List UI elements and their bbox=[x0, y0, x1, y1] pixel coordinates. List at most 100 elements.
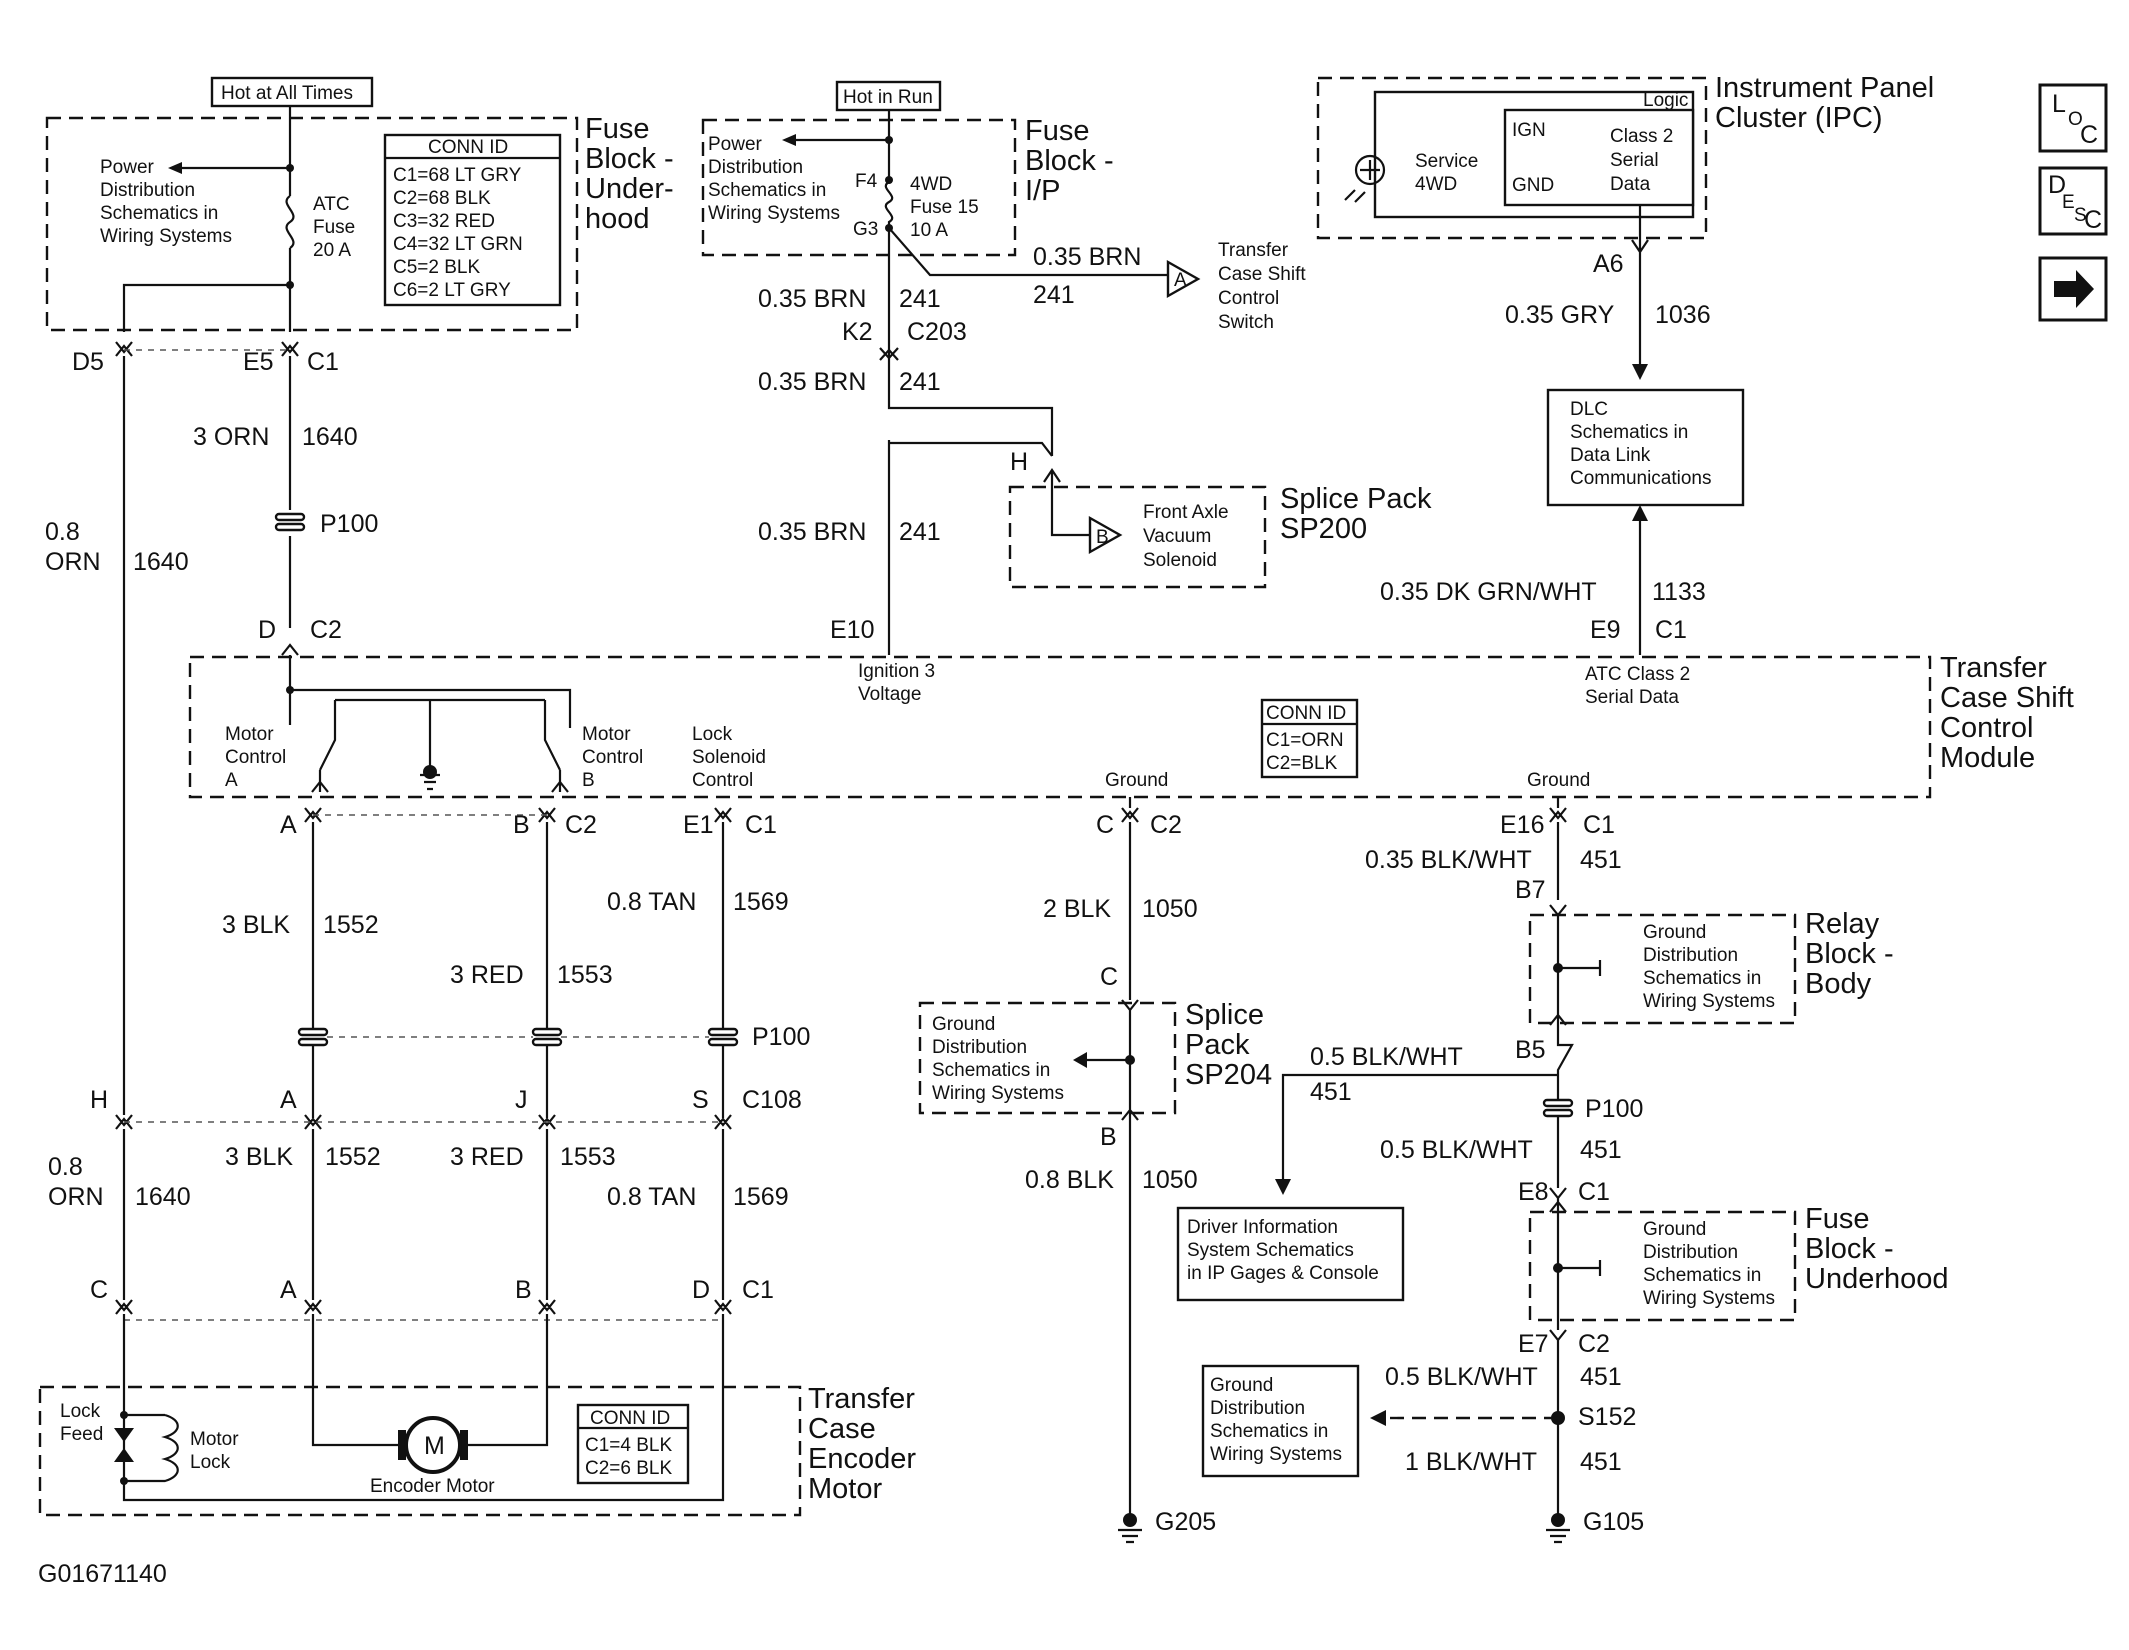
ign3-2: Voltage bbox=[858, 684, 921, 705]
module-conn-id-title: CONN ID bbox=[1266, 703, 1346, 724]
dlc-circuit: 1133 bbox=[1652, 578, 1706, 606]
module-conn-id-box bbox=[1260, 698, 1359, 779]
relay-gd-3: Schematics in bbox=[1643, 968, 1761, 989]
p100-top: P100 bbox=[320, 510, 378, 538]
sp204-gd-1: Ground bbox=[932, 1014, 995, 1035]
module-title-4: Module bbox=[1940, 742, 2035, 774]
dis-wire: 0.5 BLK/WHT bbox=[1310, 1043, 1463, 1071]
c-1553b: 1553 bbox=[560, 1143, 616, 1171]
fbu-power-dist-1: Power bbox=[100, 157, 155, 178]
h-pin: H bbox=[1010, 448, 1028, 476]
module-title-3: Control bbox=[1940, 712, 2034, 744]
dis-text-2: System Schematics bbox=[1187, 1240, 1354, 1261]
g105-p100: P100 bbox=[1585, 1095, 1643, 1123]
4wd-fuse-label-3: 10 A bbox=[910, 220, 948, 241]
gd3-text-2: Distribution bbox=[1210, 1398, 1305, 1419]
loc-button[interactable]: L O C bbox=[2038, 83, 2108, 153]
desc-letter-c: C bbox=[2084, 206, 2102, 234]
fbu-conn-id-5: C5=2 BLK bbox=[393, 257, 480, 278]
fbip-power-dist-4: Wiring Systems bbox=[708, 203, 840, 224]
lock-feed-1: Lock bbox=[60, 1401, 101, 1422]
ipc-ign-label: IGN bbox=[1512, 120, 1546, 141]
front-axle-label-2: Vacuum bbox=[1143, 526, 1211, 547]
module-ground-2: Ground bbox=[1527, 770, 1590, 791]
relay-gd-4: Wiring Systems bbox=[1643, 991, 1775, 1012]
hot-in-run-label: Hot in Run bbox=[843, 87, 933, 108]
arrow-right-icon bbox=[2054, 270, 2094, 308]
g105-circuit-1: 451 bbox=[1580, 846, 1622, 874]
gd3-text-4: Wiring Systems bbox=[1210, 1444, 1342, 1465]
module-conn-id-2: C2=BLK bbox=[1266, 753, 1338, 774]
switch-circuit: 241 bbox=[1033, 281, 1075, 309]
sp200-marker-label: B bbox=[1096, 527, 1109, 548]
pin-b: B bbox=[513, 811, 530, 839]
ipc-logic-label: Logic bbox=[1643, 90, 1688, 111]
c-1569b: 1569 bbox=[733, 1183, 789, 1211]
switch-label-3: Control bbox=[1218, 288, 1279, 309]
gd3-reference[interactable]: Ground Distribution Schematics in Wiring… bbox=[1201, 1364, 1360, 1478]
g105-wire-1: 0.35 BLK/WHT bbox=[1365, 846, 1532, 874]
dlc-text-3: Data Link bbox=[1570, 445, 1651, 466]
module-title-1: Transfer bbox=[1940, 652, 2047, 684]
ipc-serial-3: Data bbox=[1610, 174, 1651, 195]
desc-button[interactable]: D E S C bbox=[2038, 166, 2108, 236]
fbu-power-dist-4: Wiring Systems bbox=[100, 226, 232, 247]
dis-reference[interactable]: Driver Information System Schematics in … bbox=[1176, 1206, 1405, 1302]
sp200-title-2: SP200 bbox=[1280, 513, 1367, 545]
sp204-pin-c: C bbox=[1100, 963, 1118, 991]
encoder-title-3: Encoder bbox=[808, 1443, 916, 1475]
relay-gd-1: Ground bbox=[1643, 922, 1706, 943]
dlc-reference[interactable]: DLC Schematics in Data Link Communicatio… bbox=[1546, 388, 1745, 507]
fbu2-title-1: Fuse bbox=[1805, 1203, 1869, 1235]
fbu-power-dist-3: Schematics in bbox=[100, 203, 218, 224]
service-4wd-2: 4WD bbox=[1415, 174, 1457, 195]
w-3blk: 3 BLK bbox=[222, 911, 290, 939]
pin-j: J bbox=[515, 1086, 528, 1114]
fbu-title-4: hood bbox=[585, 203, 650, 235]
fbu2-title-3: Underhood bbox=[1805, 1263, 1949, 1295]
ipc-wire: 0.35 GRY bbox=[1505, 301, 1615, 329]
dis-circuit: 451 bbox=[1310, 1078, 1352, 1106]
g105-wire-2: 0.5 BLK/WHT bbox=[1380, 1136, 1533, 1164]
module-title-2: Case Shift bbox=[1940, 682, 2074, 714]
d5-pin: D5 bbox=[72, 348, 104, 376]
ipc-title-1: Instrument Panel bbox=[1715, 72, 1934, 104]
fbip-power-dist-2: Distribution bbox=[708, 157, 803, 178]
e7-connector: C2 bbox=[1578, 1330, 1610, 1358]
left-wire-top: 3 ORN bbox=[193, 423, 269, 451]
next-button[interactable] bbox=[2038, 256, 2108, 322]
s152-label: S152 bbox=[1578, 1403, 1636, 1431]
relay-title-1: Relay bbox=[1805, 908, 1880, 940]
left-feed: D5 E5 C1 3 ORN 1640 P100 0.8 ORN 1640 D … bbox=[45, 341, 378, 1115]
sp204-title-1: Splice bbox=[1185, 999, 1264, 1031]
pin-e1: E1 bbox=[683, 811, 714, 839]
c-1552: 1552 bbox=[323, 911, 379, 939]
e9-connector: C1 bbox=[1655, 616, 1687, 644]
transfer-case-switch-ref[interactable]: A 0.35 BRN 241 Transfer Case Shift Contr… bbox=[1033, 240, 1306, 333]
fbip-power-dist-3: Schematics in bbox=[708, 180, 826, 201]
fuse-block-ip: Hot in Run Fuse Block - I/P Power Distri… bbox=[701, 80, 1168, 360]
g205-label: G205 bbox=[1155, 1508, 1216, 1536]
g205-wire-2: 0.8 BLK bbox=[1025, 1166, 1114, 1194]
fbu-power-dist-2: Distribution bbox=[100, 180, 195, 201]
left-circuit: 1640 bbox=[133, 548, 189, 576]
sp200-title-1: Splice Pack bbox=[1280, 483, 1432, 515]
c203-connector: C203 bbox=[907, 318, 967, 346]
ipc-pin-a6: A6 bbox=[1593, 250, 1624, 278]
ground-g205-icon bbox=[1123, 1513, 1137, 1527]
e16-connector: C1 bbox=[1583, 811, 1615, 839]
ign-wire-2: 0.35 BRN bbox=[758, 368, 866, 396]
motor-a-3: A bbox=[225, 770, 238, 791]
atc-fuse-label-1: ATC bbox=[313, 194, 350, 215]
motor-wires: A B C2 E1 C1 3 BLK 1552 3 RED 1553 0.8 T… bbox=[48, 807, 810, 1321]
g205-circuit-2: 1050 bbox=[1142, 1166, 1198, 1194]
encoder-conn-id-1: C1=4 BLK bbox=[585, 1435, 672, 1456]
motor-lock-1: Motor bbox=[190, 1429, 239, 1450]
ign-wire-1: 0.35 BRN bbox=[758, 285, 866, 313]
w-tan-b: 0.8 TAN bbox=[607, 1183, 696, 1211]
encoder-conn-id-title: CONN ID bbox=[590, 1408, 670, 1429]
g3-label: G3 bbox=[853, 219, 878, 240]
e9-pin: E9 bbox=[1590, 616, 1621, 644]
b7-pin: B7 bbox=[1515, 876, 1546, 904]
motor-a-2: Control bbox=[225, 747, 286, 768]
